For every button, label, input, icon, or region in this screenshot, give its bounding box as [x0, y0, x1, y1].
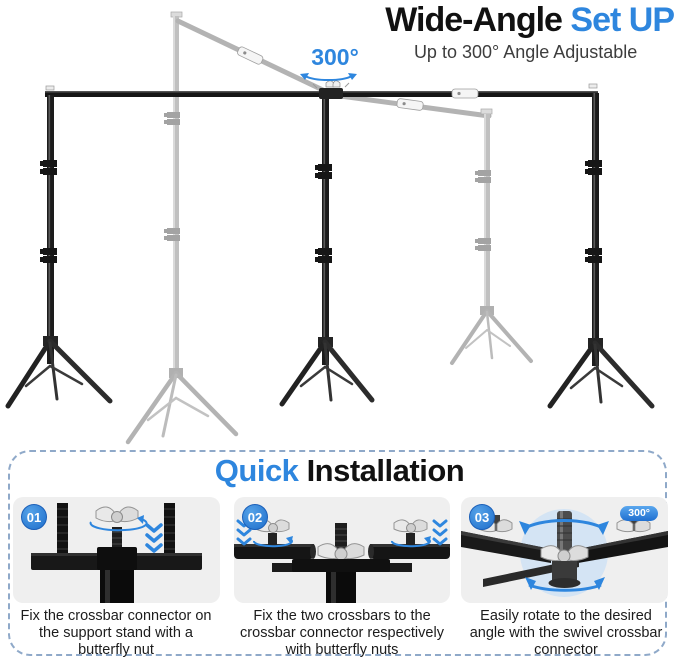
rotate-circle-icon	[89, 515, 148, 532]
step-badge-01: 01	[21, 504, 47, 530]
crossbar	[45, 80, 598, 99]
page-subtitle: Up to 300° Angle Adjustable	[413, 42, 638, 63]
butterfly-nut-icon	[391, 519, 431, 548]
rotation-arrow-icon	[519, 518, 609, 592]
title-blue: Set UP	[570, 1, 675, 39]
step-panel-02: 02	[234, 497, 450, 603]
black-stand-center	[279, 99, 375, 407]
chevron-down-icon	[145, 523, 163, 553]
ghost-stand-right	[330, 92, 533, 365]
butterfly-nut-icon	[95, 506, 139, 523]
caption-line: crossbar connector respectively	[240, 624, 444, 641]
step-badge-02: 02	[242, 504, 268, 530]
caption-line: Fix the crossbar connector on	[20, 608, 212, 624]
caption-line: Easily rotate to the desired	[480, 608, 652, 624]
step-caption-02: Fix the two crossbars to the crossbar co…	[234, 608, 450, 659]
step-panel-01: 01	[13, 497, 220, 603]
quick-install-title: Quick Installation	[0, 453, 679, 489]
step-02-image	[234, 519, 450, 603]
butterfly-nut-icon	[540, 545, 589, 563]
swivel-hub	[312, 80, 350, 99]
caption-line: the support stand with a	[39, 624, 193, 641]
butterfly-nut-icon	[616, 515, 651, 533]
header: Wide-Angle Set UP Up to 300° Angle Adjus…	[385, 1, 675, 63]
butterfly-nut-icon	[317, 543, 365, 561]
title-black: Wide-Angle	[385, 1, 563, 39]
quick-title-blue: Quick	[214, 453, 299, 488]
step-01-image	[31, 503, 202, 603]
ghost-stand-left	[125, 11, 330, 445]
caption-line: Fix the two crossbars to the	[253, 608, 431, 624]
page-title: Wide-Angle Set UP	[385, 1, 675, 39]
caption-line: connector	[534, 641, 598, 658]
step-caption-01: Fix the crossbar connector on the suppor…	[8, 608, 224, 659]
step-caption-03: Easily rotate to the desired angle with …	[458, 608, 674, 659]
caption-line: angle with the swivel crossbar	[469, 624, 663, 641]
black-stand-right	[547, 93, 655, 409]
angle-badge: 300°	[620, 506, 658, 521]
black-stand-left	[5, 95, 113, 409]
angle-label: 300°	[311, 44, 359, 70]
step-03-image	[461, 509, 668, 597]
step-panel-03: 03 300°	[461, 497, 668, 603]
step-badge-03: 03	[469, 504, 495, 530]
caption-line: butterfly nut	[78, 641, 154, 658]
rotation-arrow-icon	[300, 73, 357, 82]
quick-title-black: Installation	[306, 453, 465, 488]
caption-line: with butterfly nuts	[285, 641, 399, 658]
stand-diagram	[5, 11, 655, 445]
